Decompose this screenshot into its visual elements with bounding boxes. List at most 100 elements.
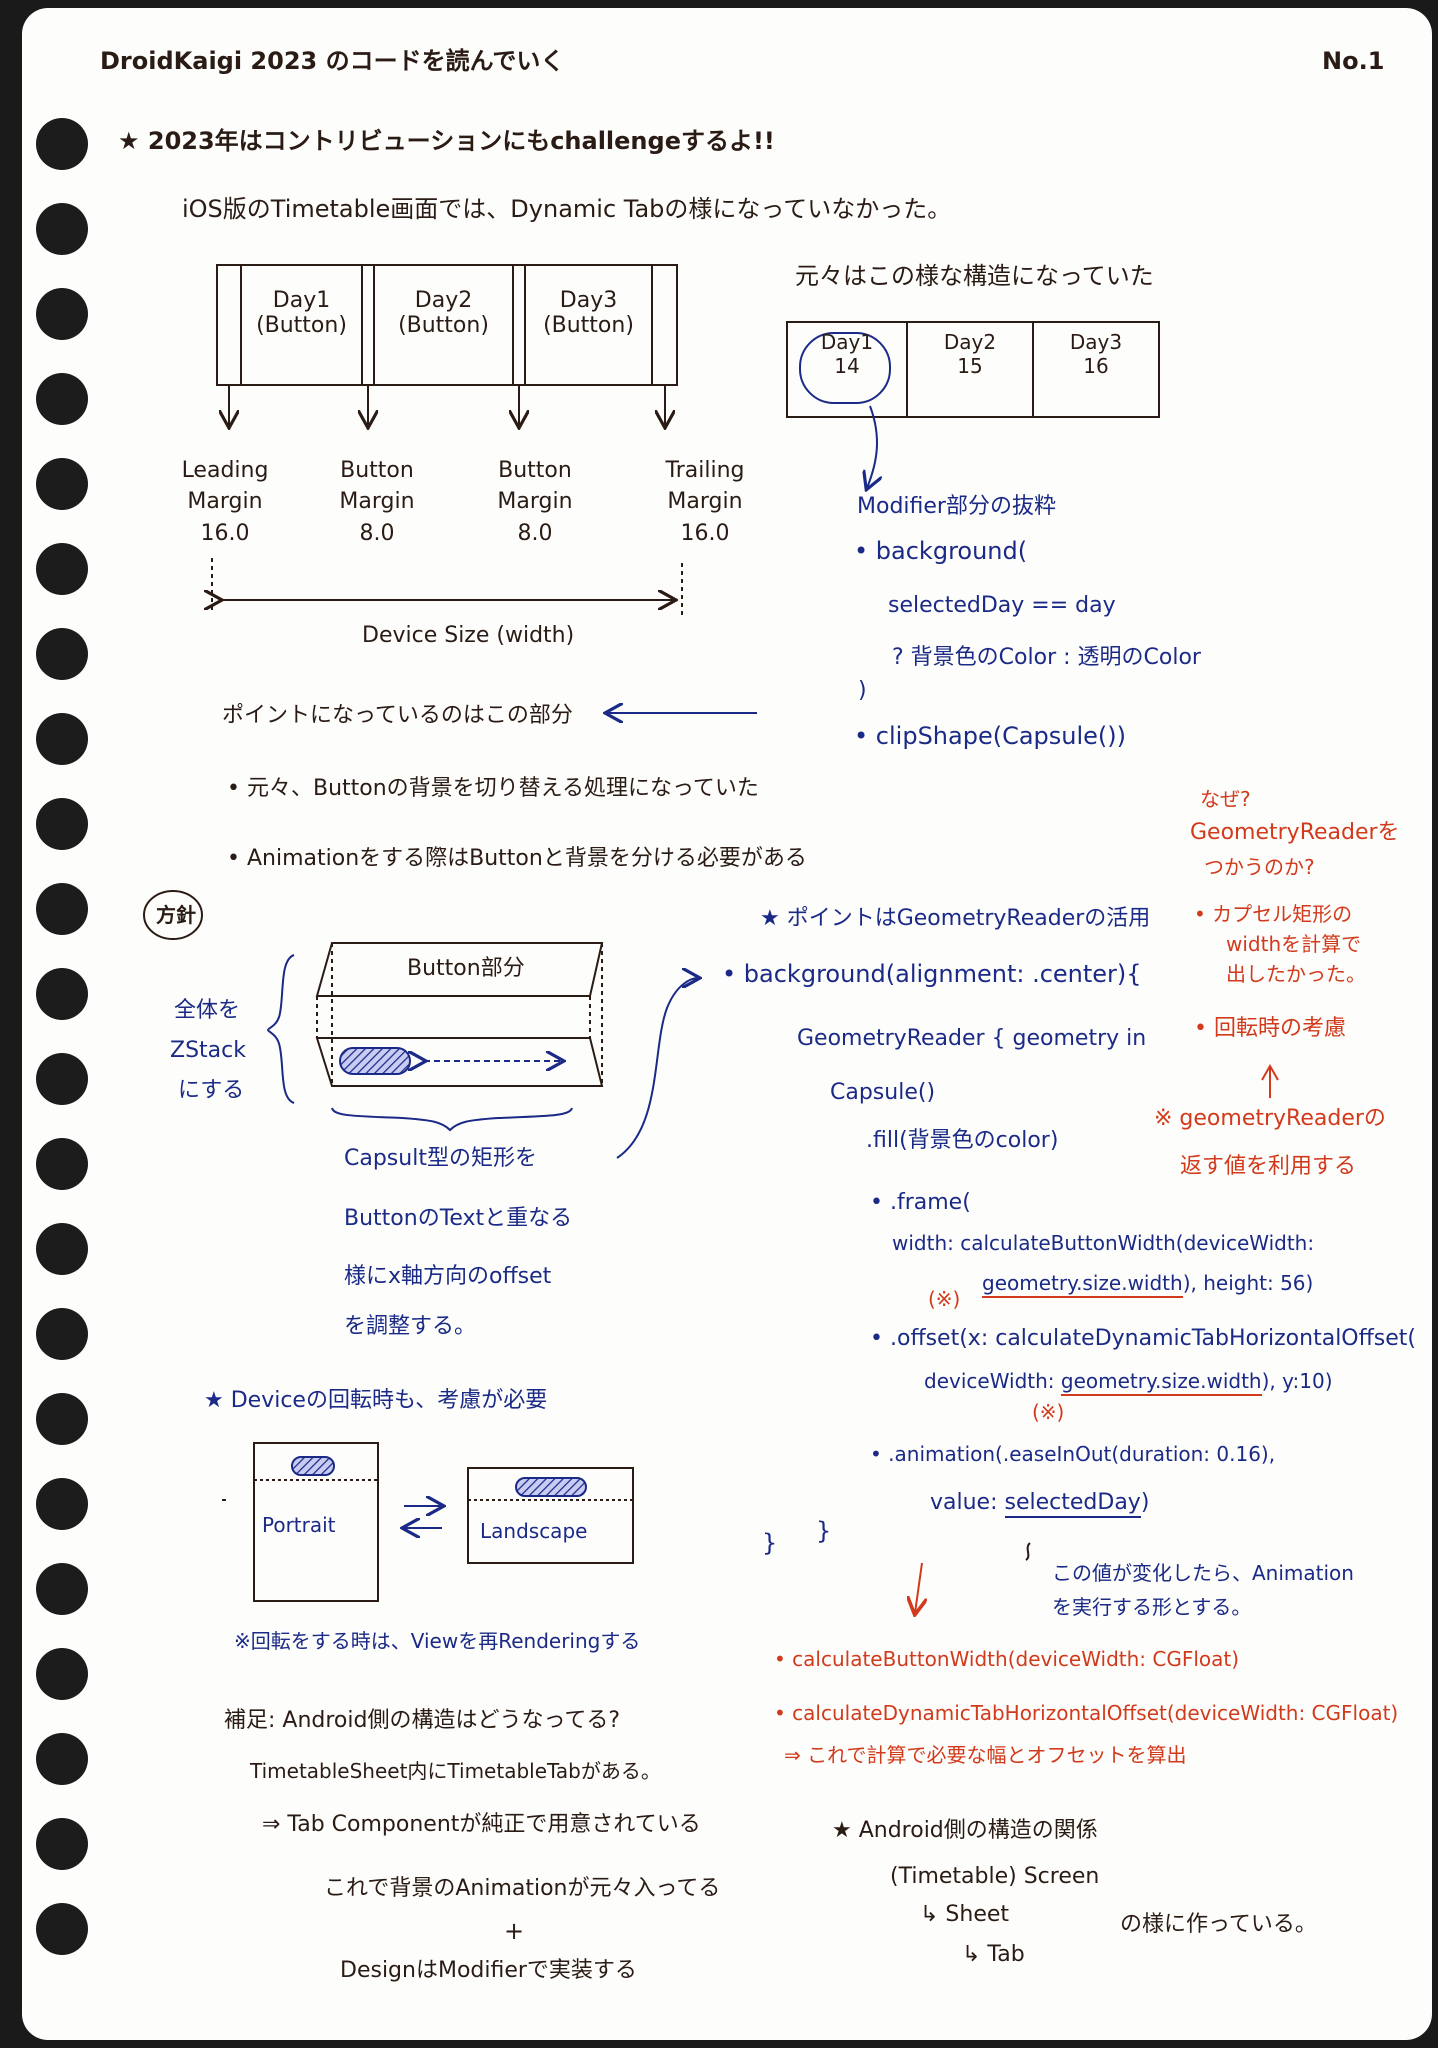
supplement-line: TimetableSheet内にTimetableTabがある。: [250, 1759, 661, 1783]
tab-cell-day2: Day2 (Button): [374, 288, 513, 338]
code-text: .animation(.easeInOut(duration: 0.16),: [888, 1442, 1276, 1466]
policy-desc: Capsult型の矩形を: [344, 1146, 537, 1171]
tab-cell-day1: Day1 (Button): [241, 288, 362, 338]
code-line: • .offset(x: calculateDynamicTabHorizont…: [870, 1326, 1416, 1351]
binder-hole: [36, 1053, 88, 1105]
modifier-line: • clipShape(Capsule()): [854, 722, 1127, 750]
modifier-title: Modifier部分の抜粋: [857, 494, 1056, 519]
code-close-brace: }: [762, 1529, 778, 1557]
binder-hole: [36, 968, 88, 1020]
binder-hole: [36, 543, 88, 595]
original-caption: 元々はこの様な構造になっていた: [795, 262, 1154, 290]
reason-text: カプセル矩形の: [1212, 902, 1353, 926]
binder-hole: [36, 288, 88, 340]
policy-desc: を調整する。: [344, 1314, 477, 1339]
zstack-label: ZStack: [170, 1038, 246, 1063]
function-signature: • calculateDynamicTabHorizontalOffset(de…: [774, 1701, 1399, 1725]
supplement-line: 補足: Android側の構造はどうなってる?: [224, 1708, 621, 1733]
bullet-text: Animationをする際はButtonと背景を分ける必要がある: [246, 846, 807, 871]
rotation-heading-text: Deviceの回転時も、考慮が必要: [230, 1388, 548, 1413]
supplement-line: DesignはModifierで実装する: [340, 1958, 637, 1983]
why-q1: なぜ?: [1200, 787, 1251, 811]
why-q3: つかうのか?: [1204, 855, 1315, 879]
code-line: width: calculateButtonWidth(deviceWidth:: [892, 1231, 1315, 1255]
page-title: DroidKaigi 2023 のコードを読んでいく: [100, 47, 565, 75]
code-close-brace: }: [816, 1517, 832, 1545]
modifier-code: background(: [875, 537, 1028, 565]
footnote-mark: (※): [928, 1287, 961, 1311]
modifier-line: selectedDay == day: [888, 593, 1116, 618]
point-bullet: • Animationをする際はButtonと背景を分ける必要がある: [227, 846, 807, 871]
code-text: ): [1140, 1490, 1150, 1515]
desc-brace: [331, 1107, 573, 1132]
binder-hole: [36, 628, 88, 680]
landscape-label: Landscape: [480, 1519, 588, 1543]
tab-type-label: (Button): [398, 313, 489, 338]
binder-hole: [36, 1478, 88, 1530]
zstack-label: 全体を: [174, 998, 241, 1023]
android-structure-line: ↳ Tab: [962, 1942, 1025, 1967]
code-text: .frame(: [889, 1190, 971, 1215]
orig-cell-day1: Day1 14: [787, 330, 907, 378]
modifier-code: clipShape(Capsule()): [875, 722, 1127, 750]
binder-hole: [36, 713, 88, 765]
code-line: deviceWidth: geometry.size.width), y:10): [924, 1369, 1333, 1396]
binder-hole: [36, 1563, 88, 1615]
code-heading-text: ポイントはGeometryReaderの活用: [786, 906, 1151, 931]
orig-cell-day2: Day2 15: [907, 330, 1033, 378]
margin-label: Margin: [497, 489, 573, 515]
modifier-line: • background(: [854, 537, 1028, 565]
code-line: value: selectedDay): [930, 1490, 1150, 1518]
button-part-label: Button部分: [407, 956, 525, 981]
supplement-line: これで背景のAnimationが元々入ってる: [324, 1876, 721, 1901]
animation-note: この値が変化したら、Animation: [1052, 1561, 1354, 1585]
reason-text: 回転時の考慮: [1213, 1016, 1346, 1041]
android-heading: ★ Android側の構造の関係: [832, 1818, 1098, 1843]
orig-day-label: Day2: [943, 330, 997, 354]
code-underline: selectedDay: [1004, 1490, 1141, 1518]
code-line: • .animation(.easeInOut(duration: 0.16),: [870, 1442, 1276, 1466]
code-heading: ★ ポイントはGeometryReaderの活用: [760, 906, 1151, 931]
tab-bar-diagram: [212, 264, 683, 618]
supplement-plus: +: [504, 1917, 525, 1945]
margin-label: Leading: [181, 458, 269, 483]
binder-hole: [36, 1308, 88, 1360]
code-underline: geometry.size.width: [982, 1271, 1183, 1298]
code-line: • background(alignment: .center){: [722, 960, 1142, 988]
android-suffix: の様に作っている。: [1120, 1912, 1317, 1937]
margin-leading: Leading Margin 16.0: [170, 458, 280, 546]
bullet-text: 元々、Buttonの背景を切り替える処理になっていた: [246, 776, 759, 801]
binder-hole: [36, 1138, 88, 1190]
red-down-arrow: [915, 1562, 922, 1613]
code-line: .fill(背景色のcolor): [866, 1128, 1059, 1153]
binder-hole: [36, 203, 88, 255]
why-reason: • カプセル矩形の: [1194, 902, 1353, 926]
device-size-label: Device Size (width): [362, 623, 575, 648]
policy-badge: 方針: [156, 903, 196, 927]
android-heading-text: Android側の構造の関係: [858, 1818, 1098, 1843]
binder-hole: [36, 1393, 88, 1445]
code-text: deviceWidth:: [924, 1369, 1055, 1393]
rotation-diagram: [222, 1442, 634, 1602]
tab-cell-day3: Day3 (Button): [525, 288, 652, 338]
binder-hole: [36, 1733, 88, 1785]
code-line: GeometryReader { geometry in: [797, 1026, 1147, 1051]
why-reason-cont: 出したかった。: [1226, 962, 1366, 986]
code-text: .offset(x: calculateDynamicTabHorizontal…: [889, 1326, 1416, 1351]
orig-cell-day3: Day3 16: [1033, 330, 1159, 378]
orig-day-label: Day1: [820, 330, 874, 354]
margin-button-1: Button Margin 8.0: [322, 458, 432, 546]
function-text: calculateButtonWidth(deviceWidth: CGFloa…: [792, 1647, 1240, 1671]
android-structure-line: ↳ Sheet: [920, 1902, 1010, 1927]
tab-day-label: Day1: [272, 288, 331, 313]
binder-hole: [36, 1648, 88, 1700]
margin-trailing: Trailing Margin 16.0: [650, 458, 760, 546]
margin-value: 8.0: [359, 520, 395, 546]
tab-type-label: (Button): [543, 313, 634, 338]
tab-type-label: (Button): [256, 313, 347, 338]
point-bullet: • 元々、Buttonの背景を切り替える処理になっていた: [227, 776, 759, 801]
code-text: ), y:10): [1261, 1369, 1333, 1393]
code-text: value:: [930, 1490, 998, 1515]
headline-text: 2023年はコントリビューションにもchallengeするよ!!: [147, 127, 775, 155]
orig-day-label: Day3: [1069, 330, 1123, 354]
